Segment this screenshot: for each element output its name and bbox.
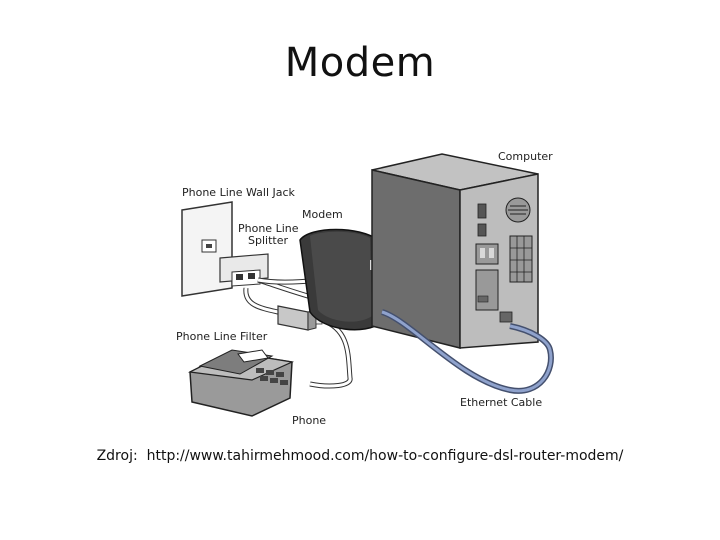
source-citation: Zdroj: http://www.tahirmehmood.com/how-t… xyxy=(0,448,720,464)
label-phone: Phone xyxy=(292,414,326,427)
label-wall-jack: Phone Line Wall Jack xyxy=(182,186,296,199)
label-ethernet: Ethernet Cable xyxy=(460,396,542,409)
source-url: http://www.tahirmehmood.com/how-to-confi… xyxy=(146,448,624,464)
modem-device xyxy=(299,228,383,331)
computer-tower xyxy=(371,153,539,349)
label-splitter-line-1: Phone Line xyxy=(238,222,299,235)
slide-title: Modem xyxy=(284,40,436,86)
source-prefix: Zdroj: xyxy=(96,448,138,464)
label-modem: Modem xyxy=(302,208,343,221)
label-filter: Phone Line Filter xyxy=(176,330,268,343)
telephone xyxy=(187,349,295,417)
label-computer: Computer xyxy=(498,150,553,163)
label-splitter-line-2: Splitter xyxy=(248,234,288,247)
phone-line-splitter xyxy=(219,253,269,287)
modem-diagram: Computer Phone Line Wall Jack Modem Phon… xyxy=(176,150,554,427)
